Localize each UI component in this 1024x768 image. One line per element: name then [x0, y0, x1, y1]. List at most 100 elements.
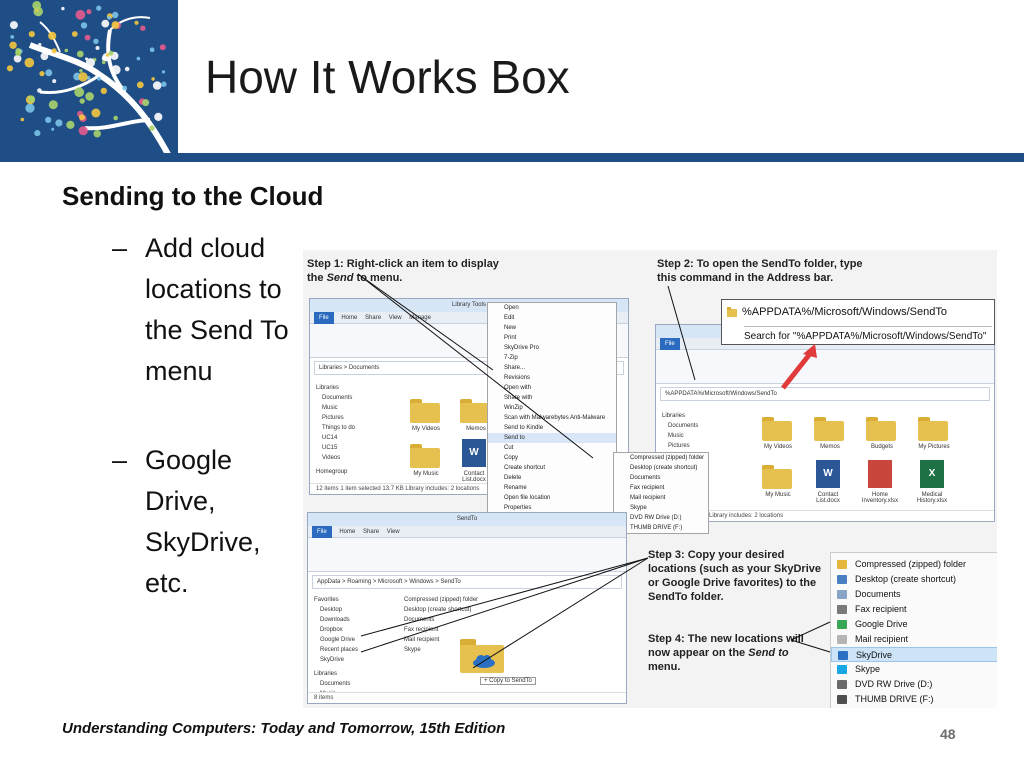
tab-file[interactable]: File	[314, 312, 334, 324]
sendto-submenu-item[interactable]: Desktop (create shortcut)	[630, 465, 698, 471]
folder-icon[interactable]	[918, 417, 948, 441]
folder-icon[interactable]	[762, 465, 792, 489]
file-row[interactable]: Fax recipient	[404, 627, 439, 633]
context-menu-item[interactable]: 7-Zip	[504, 355, 518, 361]
context-menu-item[interactable]: Delete	[504, 475, 522, 481]
context-menu-item[interactable]: Send to Kindle	[504, 425, 544, 431]
send-to-item[interactable]: Skype	[831, 662, 997, 677]
sendto-submenu-item[interactable]: Fax recipient	[630, 485, 665, 491]
context-menu-item[interactable]: Send to	[488, 433, 616, 443]
sendto-submenu-item[interactable]: Compressed (zipped) folder	[630, 455, 705, 461]
send-to-item[interactable]: Desktop (create shortcut)	[831, 572, 997, 587]
nav-item[interactable]: Libraries	[314, 671, 338, 677]
ribbon-tabs: File Home Share View	[308, 526, 626, 538]
nav-item[interactable]: Recent places	[320, 647, 359, 653]
nav-item[interactable]: Dropbox	[320, 627, 343, 633]
send-to-item[interactable]: Compressed (zipped) folder	[831, 557, 997, 572]
nav-item[interactable]: Things to do	[322, 425, 356, 431]
nav-item[interactable]: Music	[322, 405, 338, 411]
context-menu-item[interactable]: SkyDrive Pro	[504, 345, 540, 351]
file-row[interactable]: Compressed (zipped) folder	[404, 597, 479, 603]
sendto-submenu-item[interactable]: THUMB DRIVE (F:)	[630, 525, 683, 531]
step-3-caption: Step 3: Copy your desired locations (suc…	[648, 549, 822, 603]
nav-item[interactable]: Libraries	[316, 385, 340, 391]
file-row[interactable]: Desktop (create shortcut)	[404, 607, 472, 613]
nav-item[interactable]: SkyDrive	[320, 657, 345, 663]
folder-label: Budgets	[870, 444, 894, 450]
nav-item[interactable]: Libraries	[662, 413, 686, 419]
folder-icon[interactable]	[460, 399, 490, 423]
sendto-submenu-item[interactable]: Documents	[630, 475, 661, 481]
send-to-item-label: DVD RW Drive (D:)	[855, 679, 933, 689]
context-menu-item[interactable]: Scan with Malwarebytes Anti-Malware	[504, 415, 606, 421]
send-to-item[interactable]: Documents	[831, 587, 997, 602]
context-menu-item[interactable]: Open with	[504, 385, 532, 391]
folder-icon[interactable]	[410, 399, 440, 423]
spreadsheet-icon[interactable]	[868, 460, 892, 488]
file-row[interactable]: Skype	[404, 647, 421, 653]
word-document-icon[interactable]: W	[462, 439, 486, 467]
send-to-item[interactable]: DVD RW Drive (D:)	[831, 677, 997, 692]
send-to-item[interactable]: THUMB DRIVE (F:)	[831, 692, 997, 707]
word-document-icon[interactable]: W	[816, 460, 840, 488]
logo-tree-image	[0, 0, 178, 158]
context-menu-item[interactable]: New	[504, 325, 517, 331]
nav-item[interactable]: Downloads	[320, 617, 350, 623]
sendto-submenu-item[interactable]: DVD RW Drive (D:)	[630, 515, 682, 521]
send-to-item[interactable]: SkyDrive	[831, 647, 997, 662]
tab-view[interactable]: View	[388, 315, 402, 321]
context-menu-item[interactable]: Revisions	[504, 375, 531, 381]
context-menu-item[interactable]: Open file location	[504, 495, 551, 501]
tab-view[interactable]: View	[386, 529, 400, 535]
context-menu-item[interactable]: Copy	[504, 455, 519, 461]
sendto-submenu-item[interactable]: Mail recipient	[630, 495, 666, 501]
context-menu-item[interactable]: Share...	[504, 365, 526, 371]
dragged-skydrive-folder-icon[interactable]	[460, 639, 504, 673]
nav-item[interactable]: Documents	[322, 395, 353, 401]
context-menu-item[interactable]: WinZip	[504, 405, 523, 411]
send-to-item[interactable]: Mail recipient	[831, 632, 997, 647]
nav-item[interactable]: Videos	[322, 455, 341, 461]
nav-item[interactable]: Favorites	[314, 597, 339, 603]
tab-share[interactable]: Share	[365, 315, 382, 321]
callout-lines	[357, 273, 831, 669]
nav-item[interactable]: Pictures	[668, 443, 690, 449]
nav-item[interactable]: Pictures	[322, 415, 344, 421]
status-bar: selected 13.7 KB Library includes: 2 loc…	[656, 510, 994, 521]
tab-share[interactable]: Share	[363, 529, 380, 535]
context-menu-item[interactable]: Print	[504, 335, 517, 341]
sendto-submenu-item[interactable]: Skype	[630, 505, 647, 511]
address-command-callout: %APPDATA%/Microsoft/Windows/SendTo Searc…	[721, 299, 995, 345]
address-bar[interactable]: AppData > Roaming > Microsoft > Windows …	[312, 575, 622, 589]
nav-item[interactable]: Music	[668, 433, 684, 439]
tab-home[interactable]: Home	[341, 315, 358, 321]
tab-file[interactable]: File	[312, 526, 332, 538]
search-suggestion[interactable]: Search for "%APPDATA%/Microsoft/Windows/…	[744, 326, 992, 342]
context-menu-item[interactable]: Open	[504, 305, 519, 311]
tab-home[interactable]: Home	[339, 529, 356, 535]
send-to-item[interactable]: Google Drive	[831, 617, 997, 632]
file-row[interactable]: Mail recipient	[404, 637, 440, 643]
excel-document-icon[interactable]: X	[920, 460, 944, 488]
context-menu-item[interactable]: Cut	[504, 445, 514, 451]
nav-item[interactable]: UC14	[322, 435, 338, 441]
context-menu-item[interactable]: Rename	[504, 485, 527, 491]
nav-item[interactable]: Google Drive	[320, 637, 356, 643]
folder-icon[interactable]	[762, 417, 792, 441]
folder-icon[interactable]	[410, 444, 440, 468]
nav-item[interactable]: Documents	[668, 423, 699, 429]
folder-icon[interactable]	[866, 417, 896, 441]
nav-item[interactable]: UC15	[322, 445, 338, 451]
context-menu-item[interactable]: Create shortcut	[504, 465, 546, 471]
nav-item[interactable]: Homegroup	[316, 469, 348, 475]
folder-icon[interactable]	[814, 417, 844, 441]
tab-file[interactable]: File	[660, 338, 680, 350]
context-menu-item[interactable]: Share with	[504, 395, 533, 401]
address-command-text[interactable]: %APPDATA%/Microsoft/Windows/SendTo	[742, 306, 947, 318]
context-menu-item[interactable]: Properties	[504, 505, 532, 511]
nav-item[interactable]: Documents	[320, 681, 351, 687]
send-to-item[interactable]: Fax recipient	[831, 602, 997, 617]
context-menu-item[interactable]: Edit	[504, 315, 515, 321]
address-bar[interactable]: %APPDATA%/Microsoft/Windows/SendTo	[660, 387, 990, 401]
nav-item[interactable]: Desktop	[320, 607, 343, 613]
